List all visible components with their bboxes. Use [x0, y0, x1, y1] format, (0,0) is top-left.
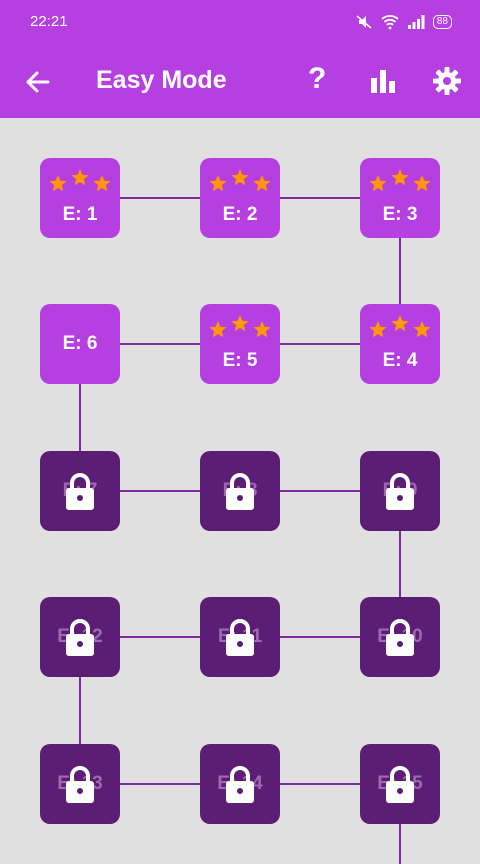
lock-icon — [66, 473, 94, 510]
level-tile[interactable]: E: 7 — [40, 451, 120, 531]
path-connector — [280, 490, 360, 492]
signal-icon — [407, 15, 425, 29]
lock-icon — [386, 766, 414, 803]
path-connector — [120, 636, 200, 638]
lock-icon — [66, 619, 94, 656]
wifi-icon — [381, 15, 399, 30]
star-icon — [93, 175, 111, 192]
star-icon — [369, 175, 387, 192]
path-connector — [120, 783, 200, 785]
level-label: E: 5 — [222, 350, 258, 371]
mute-icon — [356, 15, 372, 29]
level-tile[interactable]: E: 10 — [360, 597, 440, 677]
path-connector — [120, 343, 200, 345]
star-icon — [231, 315, 249, 332]
path-connector — [280, 197, 360, 199]
level-tile[interactable]: E: 14 — [200, 744, 280, 824]
star-icon — [391, 169, 409, 186]
level-label: E: 6 — [62, 333, 98, 354]
star-icon — [231, 169, 249, 186]
lock-icon — [66, 766, 94, 803]
help-button[interactable]: ? — [308, 62, 327, 95]
path-connector — [120, 197, 200, 199]
level-tile[interactable]: E: 3 — [360, 158, 440, 238]
lock-icon — [386, 473, 414, 510]
level-tile[interactable]: E: 9 — [360, 451, 440, 531]
status-time: 22:21 — [30, 13, 68, 30]
level-tile[interactable]: E: 6 — [40, 304, 120, 384]
level-tile[interactable]: E: 8 — [200, 451, 280, 531]
level-tile[interactable]: E: 5 — [200, 304, 280, 384]
path-connector — [280, 783, 360, 785]
star-icon — [49, 175, 67, 192]
level-tile[interactable]: E: 15 — [360, 744, 440, 824]
path-connector — [280, 343, 360, 345]
star-rating — [209, 315, 271, 338]
level-label: E: 3 — [382, 204, 418, 225]
star-icon — [209, 321, 227, 338]
star-rating — [369, 315, 431, 338]
status-bar: 22:21 88 — [0, 0, 480, 44]
page-title: Easy Mode — [96, 66, 227, 94]
star-icon — [369, 321, 387, 338]
path-connector — [79, 384, 81, 451]
level-tile[interactable]: E: 4 — [360, 304, 440, 384]
path-connector — [399, 824, 401, 864]
status-icons: 88 — [355, 12, 452, 32]
gear-icon[interactable] — [432, 66, 462, 96]
level-label: E: 2 — [222, 204, 258, 225]
star-icon — [413, 175, 431, 192]
path-connector — [280, 636, 360, 638]
bar-chart-icon[interactable] — [368, 66, 398, 96]
battery-indicator: 88 — [432, 15, 452, 29]
level-label: E: 4 — [382, 350, 418, 371]
star-icon — [413, 321, 431, 338]
lock-icon — [386, 619, 414, 656]
lock-icon — [226, 766, 254, 803]
level-board: E: 1 E: 2 E: 3 E: 4 E: 5 E: 6 E: 7 E: 8 E: 9 E: 1… — [0, 118, 480, 864]
lock-icon — [226, 473, 254, 510]
level-tile[interactable]: E: 2 — [200, 158, 280, 238]
star-rating — [209, 169, 271, 192]
path-connector — [79, 677, 81, 744]
level-tile[interactable]: E: 12 — [40, 597, 120, 677]
level-tile[interactable]: E: 11 — [200, 597, 280, 677]
star-rating — [369, 169, 431, 192]
star-icon — [209, 175, 227, 192]
path-connector — [399, 238, 401, 304]
star-icon — [253, 321, 271, 338]
lock-icon — [226, 619, 254, 656]
star-icon — [253, 175, 271, 192]
level-tile[interactable]: E: 1 — [40, 158, 120, 238]
path-connector — [399, 531, 401, 597]
star-rating — [49, 169, 111, 192]
star-icon — [71, 169, 89, 186]
level-tile[interactable]: E: 13 — [40, 744, 120, 824]
arrow-back-icon[interactable] — [24, 68, 52, 96]
app-bar: Easy Mode ? — [0, 44, 480, 118]
level-label: E: 1 — [62, 204, 98, 225]
path-connector — [120, 490, 200, 492]
star-icon — [391, 315, 409, 332]
